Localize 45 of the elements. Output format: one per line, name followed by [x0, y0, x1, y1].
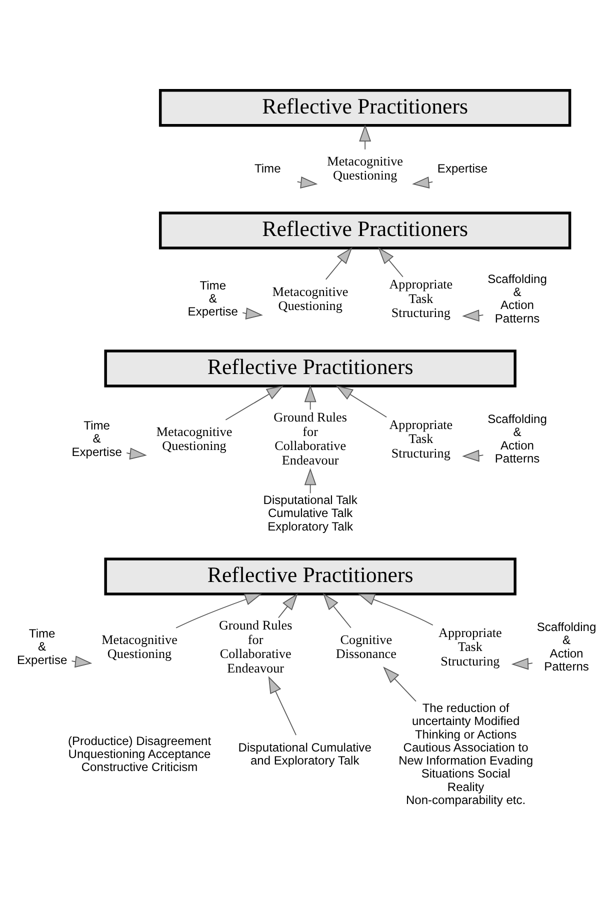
arrow — [268, 676, 296, 736]
node-text: Appropriate Task Structuring — [438, 624, 502, 668]
label: (Productice) Disagreement Unquestioning Acceptance Constructive Criticism — [68, 734, 212, 774]
node-box: Reflective Practitioners — [158, 89, 572, 127]
node-text: Ground Rules for Collaborative Endeavour — [274, 410, 347, 468]
node-text: The reduction of uncertainty Modified Thinking or Actions Cautious Association to New Information Evading Situations Social Reality Non-comparability etc. — [398, 701, 534, 808]
node-text: Appropriate Task Structuring — [389, 416, 453, 460]
node-text: Scaffolding & Action Patterns — [536, 620, 596, 674]
node-box: Reflective Practitioners — [104, 350, 516, 388]
node-text: Time & Expertise — [72, 418, 122, 459]
arrow — [304, 468, 316, 494]
arrow — [225, 385, 284, 420]
node-text: Scaffolding & Action Patterns — [488, 412, 547, 466]
node-text: Scaffolding & Action Patterns — [488, 272, 547, 326]
arrow — [126, 448, 147, 460]
arrow — [412, 176, 434, 189]
node-text: Time — [254, 161, 281, 176]
arrow — [336, 385, 387, 418]
node-text: Appropriate Task Structuring — [389, 276, 453, 320]
arrow — [304, 384, 316, 410]
arrow — [322, 593, 352, 628]
arrow — [176, 594, 262, 628]
arrow — [383, 666, 416, 702]
node-text: Disputational Cumulative and Exploratory Talk — [238, 740, 372, 768]
arrow — [71, 656, 92, 668]
arrow — [358, 594, 434, 626]
arrow — [242, 308, 263, 320]
node-text: Cognitive Dissonance — [336, 632, 396, 662]
node-text: Metacognitive Questioning — [327, 153, 403, 183]
node-box: Reflective Practitioners — [158, 212, 572, 250]
node-text: Time & Expertise — [17, 626, 68, 667]
node-text: Disputational Talk Cumulative Talk Exploratory Talk — [263, 493, 358, 534]
arrow — [462, 310, 484, 322]
node-text: Metacognitive Questioning — [272, 284, 348, 314]
node-text: Ground Rules for Collaborative Endeavour — [218, 618, 292, 676]
arrow — [378, 247, 404, 278]
node-text: Expertise — [437, 161, 488, 176]
arrow — [511, 658, 533, 670]
node-text: Time & Expertise — [188, 278, 238, 319]
arrow — [278, 593, 298, 618]
arrow — [359, 124, 372, 150]
arrow — [325, 247, 352, 280]
node-text: Metacognitive Questioning — [156, 424, 232, 454]
node-box: Reflective Practitioners — [104, 558, 516, 596]
node-text: Metacognitive Questioning — [102, 632, 178, 662]
